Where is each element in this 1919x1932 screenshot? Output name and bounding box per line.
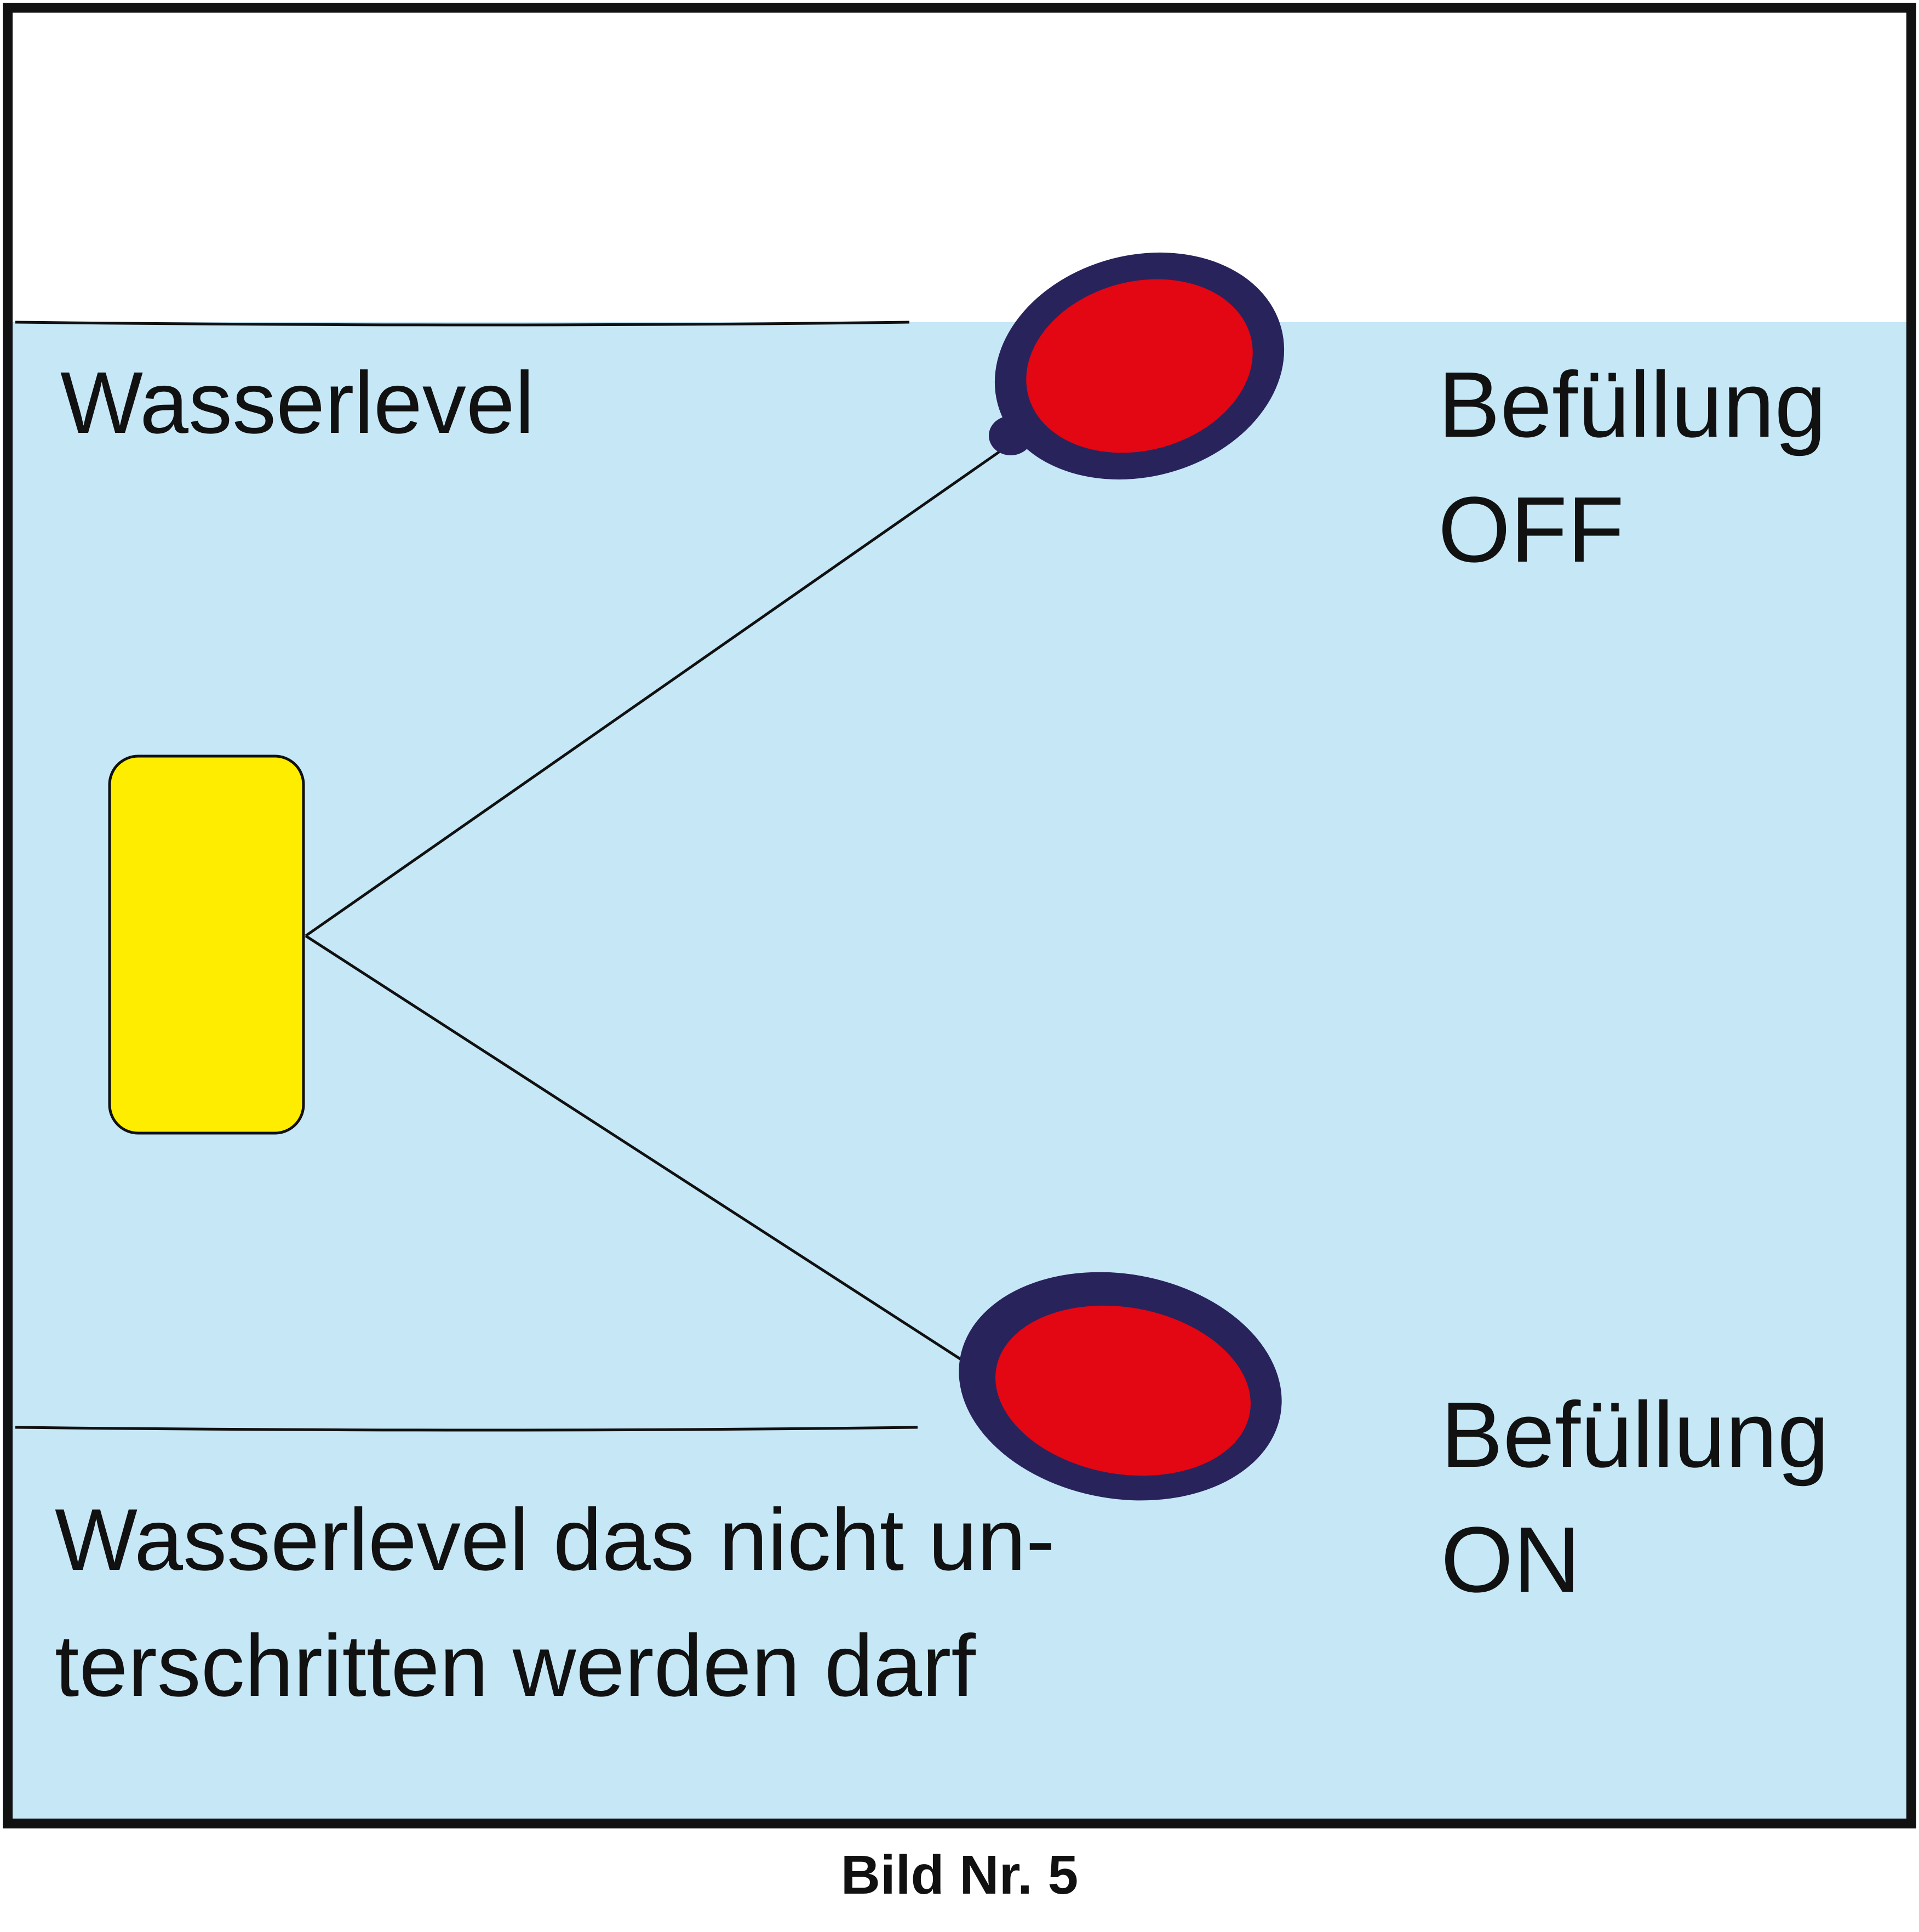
upper-water-level-label: Wasserlevel: [60, 353, 535, 451]
upper-water-level-line: [15, 321, 910, 327]
lower-water-level-line: [15, 1426, 918, 1432]
water-body: [8, 322, 1911, 1824]
filling-off-label: Befüllung OFF: [1438, 342, 1826, 592]
filling-on-label-line1: Befüllung: [1441, 1383, 1829, 1487]
switch-box-icon: [108, 754, 305, 1135]
figure-caption: Bild Nr. 5: [840, 1844, 1079, 1906]
cable-lower: [305, 934, 968, 1365]
cable-upper: [305, 442, 1012, 938]
filling-on-label: Befüllung ON: [1441, 1373, 1829, 1622]
tank-air-area: [8, 8, 1911, 323]
filling-off-label-line1: Befüllung: [1438, 353, 1826, 457]
lower-water-level-label-line2: terschritten werden darf: [55, 1616, 976, 1714]
lower-water-level-label: Wasserlevel das nicht un- terschritten w…: [55, 1477, 1129, 1729]
float-switch-icon-upper: [989, 252, 1285, 480]
tank-frame: [3, 3, 1916, 1828]
float-switch-icon-lower: [959, 1272, 1282, 1501]
filling-off-label-line2: OFF: [1438, 478, 1624, 582]
filling-on-label-line2: ON: [1441, 1508, 1580, 1612]
lower-water-level-label-line1: Wasserlevel das nicht un-: [55, 1490, 1055, 1588]
